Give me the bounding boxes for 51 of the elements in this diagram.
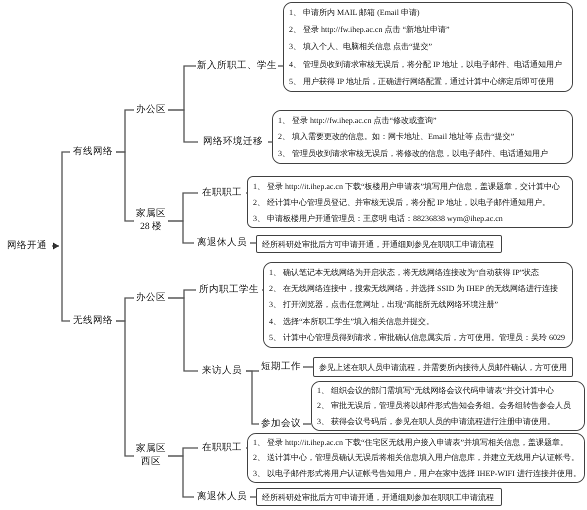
branch-label: 离退休人员	[194, 235, 250, 251]
step-box	[311, 381, 585, 431]
branch-label: 所内职工学生	[196, 282, 262, 298]
step-text: 3、 申请板楼用户开通管理员：王彦明 电话：88236838 wym@ihep.ac.cn	[253, 212, 504, 224]
branch-label: 家属区 28 楼	[134, 205, 168, 237]
step-text: 1、 申请所内 MAIL 邮箱 (Email 申请)	[289, 7, 421, 18]
step-box	[256, 235, 502, 253]
step-text: 2、 审批无误后，管理员将以邮件形式告知会务组。会务组转告参会人员	[317, 400, 572, 412]
branch-label: 网络环境迁移	[198, 134, 268, 150]
branch-label: 办公区	[134, 102, 168, 118]
branch-label: 有线网络	[70, 144, 116, 160]
branch-label: 在职职工	[198, 440, 246, 456]
branch-label: 家属区西区	[134, 440, 168, 472]
step-text: 1、 确认笔记本无线网络为开启状态，将无线网络连接改为“自动获得 IP”状态	[269, 266, 540, 278]
branch-label: 离退休人员	[194, 489, 250, 505]
step-text: 3、 获得会议号码后，参见在职人员的申请流程进行注册申请使用。	[317, 416, 556, 427]
step-box	[247, 176, 573, 228]
note-text: 参见上述在职人员申请流程，并需要所内接待人员邮件确认，方可使用	[319, 362, 567, 372]
step-text: 3、 以电子邮件形式将用户认证帐号告知用户，用户在家中选择 IHEP-WIFI 进行连接并使用。	[253, 468, 579, 479]
branch-label: 来访人员	[198, 363, 246, 379]
branch-label: 无线网络	[70, 313, 116, 329]
step-box	[313, 357, 573, 377]
note-text: 经所科研处审批后方可申请开通，开通细则参见在职职工申请流程	[262, 238, 495, 250]
step-box	[263, 262, 573, 348]
step-text: 2、 送计算中心，管理员确认无误后将相关信息填入用户信息库，并建立无线用户认证帐号。	[253, 452, 579, 464]
branch-label: 网络开通	[2, 238, 52, 254]
step-box	[256, 488, 502, 506]
step-text: 1、 登录 http://it.ihep.ac.cn 下载“板楼用户申请表”填写用户信息，盖课题章，交计算中心	[253, 180, 562, 192]
branch-label: 参加会议	[259, 416, 303, 432]
step-text: 2、 登录 http://fw.ihep.ac.cn 点击 “新地址申请”	[289, 24, 451, 36]
step-text: 2、 经计算中心管理员登记、并审核无误后，将分配 IP 地址，以电子邮件通知用户。	[253, 196, 551, 208]
note-text: 经所科研处审批后方可申请开通，开通细则参加在职职工申请流程	[262, 492, 495, 502]
step-text: 1、 登录 http://it.ihep.ac.cn 下载“住宅区无线用户接入申请表”并填写相关信息，盖课题章。	[253, 437, 570, 448]
step-box	[247, 433, 585, 483]
step-text: 4、 管理员收到请求审核无误后，将分配 IP 地址，以电子邮件、电话通知用户	[289, 58, 563, 70]
step-box	[272, 110, 573, 164]
step-text: 1、 组织会议的部门需填写“无线网络会议代码申请表”并交计算中心	[317, 385, 556, 396]
step-text: 2、 填入需要更改的信息。如：网卡地址、Email 地址等 点击“提交”	[278, 131, 516, 142]
step-text: 1、 登录 http://fw.ihep.ac.cn 点击“修改或查询”	[278, 114, 438, 126]
branch-label: 新入所职工、学生	[196, 58, 278, 74]
branch-label: 短期工作	[259, 359, 303, 375]
branch-label: 办公区	[134, 290, 168, 306]
step-text: 5、 用户获得 IP 地址后，正确进行网络配置，通过计算中心绑定后即可使用	[289, 76, 555, 87]
step-text: 3、 管理员收到请求审核无误后，将修改的信息，以电子邮件、电话通知用户	[278, 148, 549, 160]
step-text: 5、 计算中心管理员得到请求，审批确认信息属实后，方可使用。管理员：吴玲 6029	[269, 332, 566, 344]
step-text: 2、 在无线网络连接中，搜索无线网络，并选择 SSID 为 IHEP 的无线网络进行连接	[269, 283, 559, 294]
step-text: 3、 打开浏览器，点击任意网址，出现“高能所无线网络环境注册”	[269, 299, 500, 310]
branch-label: 在职职工	[198, 185, 246, 201]
step-box	[283, 2, 573, 92]
step-text: 4、 选择“本所职工学生”填入相关信息并提交。	[269, 316, 436, 327]
step-text: 3、 填入个人、电脑相关信息 点击“提交”	[289, 41, 434, 52]
